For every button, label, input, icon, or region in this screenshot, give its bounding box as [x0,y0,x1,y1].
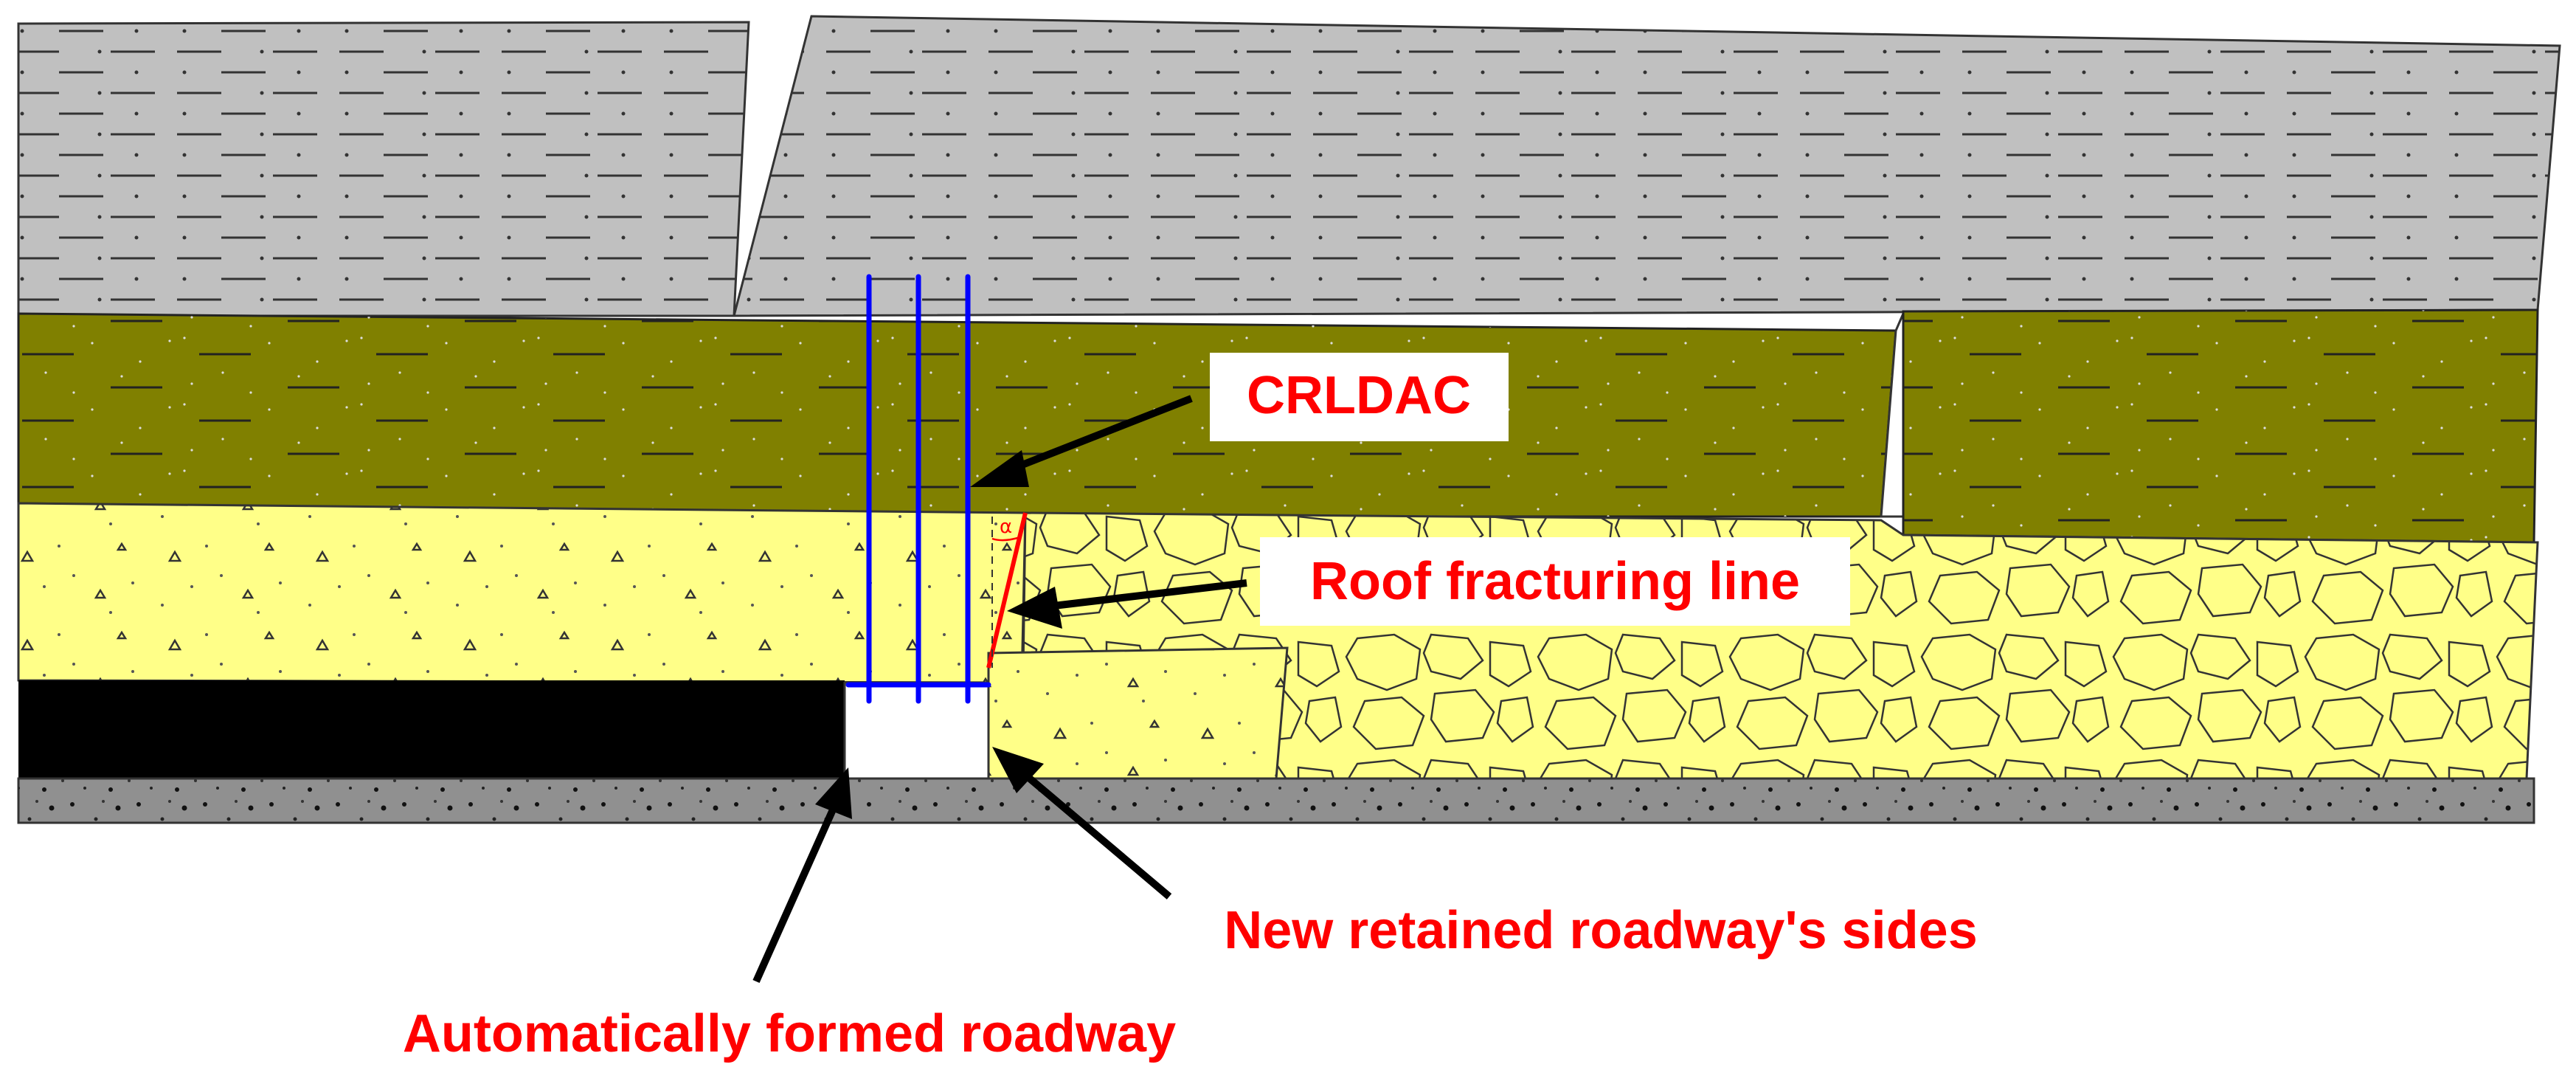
roof-fracturing-label: Roof fracturing line [1310,552,1800,611]
floor-strata [17,777,2535,824]
arrow-roof-fracturing [1047,579,1247,610]
coal-seam [18,680,845,779]
angle-alpha-label: α [1000,516,1012,538]
upper-strata-left [17,21,750,317]
immediate-roof-left [17,502,1027,684]
anchor-cables [845,274,991,704]
crldac-label: CRLDAC [1247,366,1471,425]
arrow-new-sides [1022,772,1172,900]
upper-strata-right [733,15,2561,317]
arrow-auto-roadway [752,806,837,984]
retained-roof-block [987,646,1289,780]
roof-fracturing-line [986,512,1028,669]
crldac-label-box [1210,353,1509,441]
main-roof-left [17,312,1897,518]
annotation-arrows [752,395,1247,984]
arrow-crldac [1002,395,1193,476]
new-retained-sides-label: New retained roadway's sides [1224,901,1978,960]
main-roof-right [1902,308,2539,544]
auto-formed-roadway-label: Automatically formed roadway [403,1004,1176,1063]
angle-arc [991,536,1021,542]
roof-fracturing-label-box [1260,537,1850,626]
